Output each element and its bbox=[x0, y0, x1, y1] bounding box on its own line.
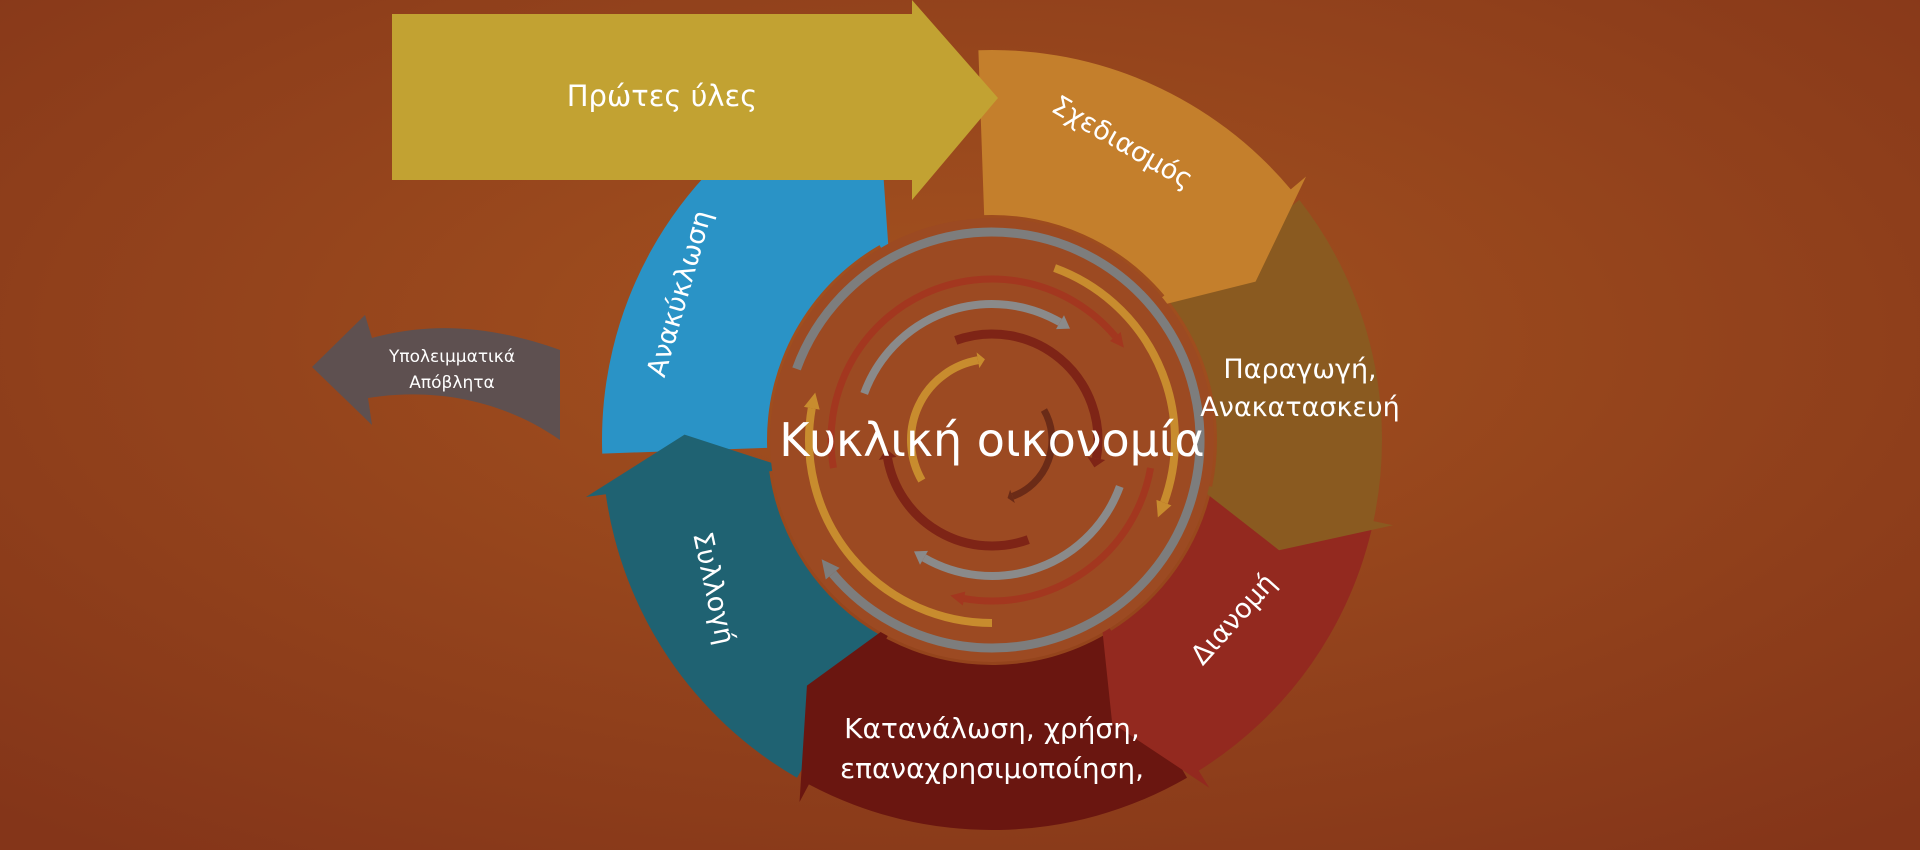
production-label-line1: Παραγωγή, bbox=[1223, 354, 1376, 385]
small-gold-arc-head bbox=[976, 352, 985, 369]
gold-arc-1-head bbox=[803, 392, 820, 410]
inner-disc bbox=[770, 218, 1214, 662]
gray-outer-arc bbox=[792, 227, 1205, 653]
gold-arc-2 bbox=[1053, 264, 1179, 504]
collection-arrow bbox=[585, 434, 880, 778]
darkred-arc-2 bbox=[883, 457, 1030, 551]
darkred-arc-2-head bbox=[878, 449, 897, 460]
raw-materials-label: Πρώτες ύλες bbox=[567, 79, 758, 113]
gray-inner-arc-2 bbox=[922, 485, 1124, 580]
small-dark-arc-head bbox=[1007, 489, 1015, 503]
gold-arc-1 bbox=[805, 407, 993, 627]
small-dark-arc bbox=[1011, 408, 1056, 500]
small-gold-arc bbox=[907, 356, 979, 483]
gray-inner-arc-1-head bbox=[1056, 315, 1071, 330]
red-arc-1 bbox=[827, 275, 1119, 469]
gray-inner-arc-2-head bbox=[913, 550, 928, 565]
gold-arc-2-head bbox=[1156, 499, 1172, 518]
production-label-line2: Ανακατασκευή bbox=[1200, 392, 1399, 423]
gray-inner-arc-1 bbox=[860, 300, 1062, 395]
waste-label-line1: Υπολειμματικά bbox=[388, 347, 515, 367]
consumption-label-line2: επαναχρησιμοποίηση, bbox=[840, 752, 1144, 785]
red-arc-2-head bbox=[950, 591, 966, 606]
inner-spiral-arrows bbox=[770, 218, 1214, 662]
consumption-arrow bbox=[799, 621, 1187, 830]
design-arrow bbox=[978, 50, 1307, 309]
consumption-label-line1: Κατανάλωση, χρήση, bbox=[844, 712, 1140, 745]
red-arc-2 bbox=[963, 467, 1154, 605]
darkred-arc bbox=[954, 329, 1103, 460]
cycle-ring bbox=[585, 50, 1394, 830]
diagram-title: Κυκλική οικονομία bbox=[779, 413, 1205, 467]
residual-waste-arrow bbox=[312, 315, 560, 440]
red-arc-1-head bbox=[1109, 332, 1124, 348]
waste-label-line2: Απόβλητα bbox=[409, 373, 494, 393]
raw-materials-arrow bbox=[392, 0, 998, 200]
distribution-arrow bbox=[1100, 486, 1374, 788]
gray-outer-arc-head bbox=[821, 559, 840, 580]
darkred-arc-head bbox=[1087, 456, 1106, 468]
